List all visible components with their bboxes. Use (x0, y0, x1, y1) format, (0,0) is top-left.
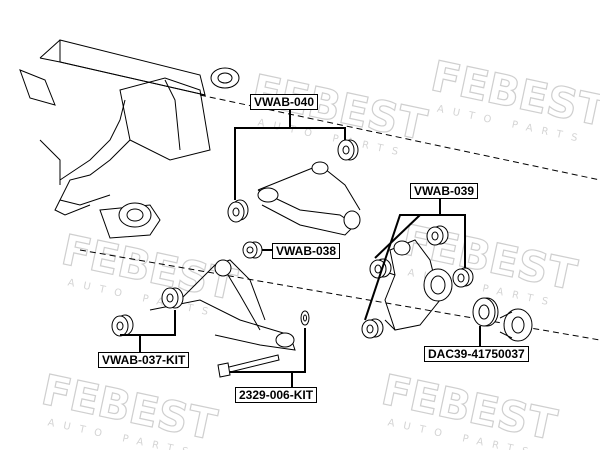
leader-lines (120, 108, 481, 387)
part-label-vwab-037-kit[interactable]: VWAB-037-KIT (98, 352, 190, 368)
vwab-038-bushing (242, 241, 263, 259)
upper-control-arm (257, 161, 361, 236)
part-label-vwab-040[interactable]: VWAB-040 (250, 94, 319, 110)
part-label-vwab-039[interactable]: VWAB-039 (410, 183, 479, 199)
subframe-mount-bushing (118, 67, 240, 228)
part-label-dac39-41750037[interactable]: DAC39-41750037 (424, 346, 529, 362)
camber-bolt-kit (217, 310, 310, 378)
wheel-bearing-hub (472, 297, 533, 342)
part-label-2329-006-kit[interactable]: 2329-006-KIT (235, 387, 318, 403)
subframe (19, 39, 600, 341)
vwab-040-bushing (227, 139, 359, 223)
part-label-vwab-038[interactable]: VWAB-038 (272, 243, 341, 259)
lower-control-arm (149, 259, 296, 351)
